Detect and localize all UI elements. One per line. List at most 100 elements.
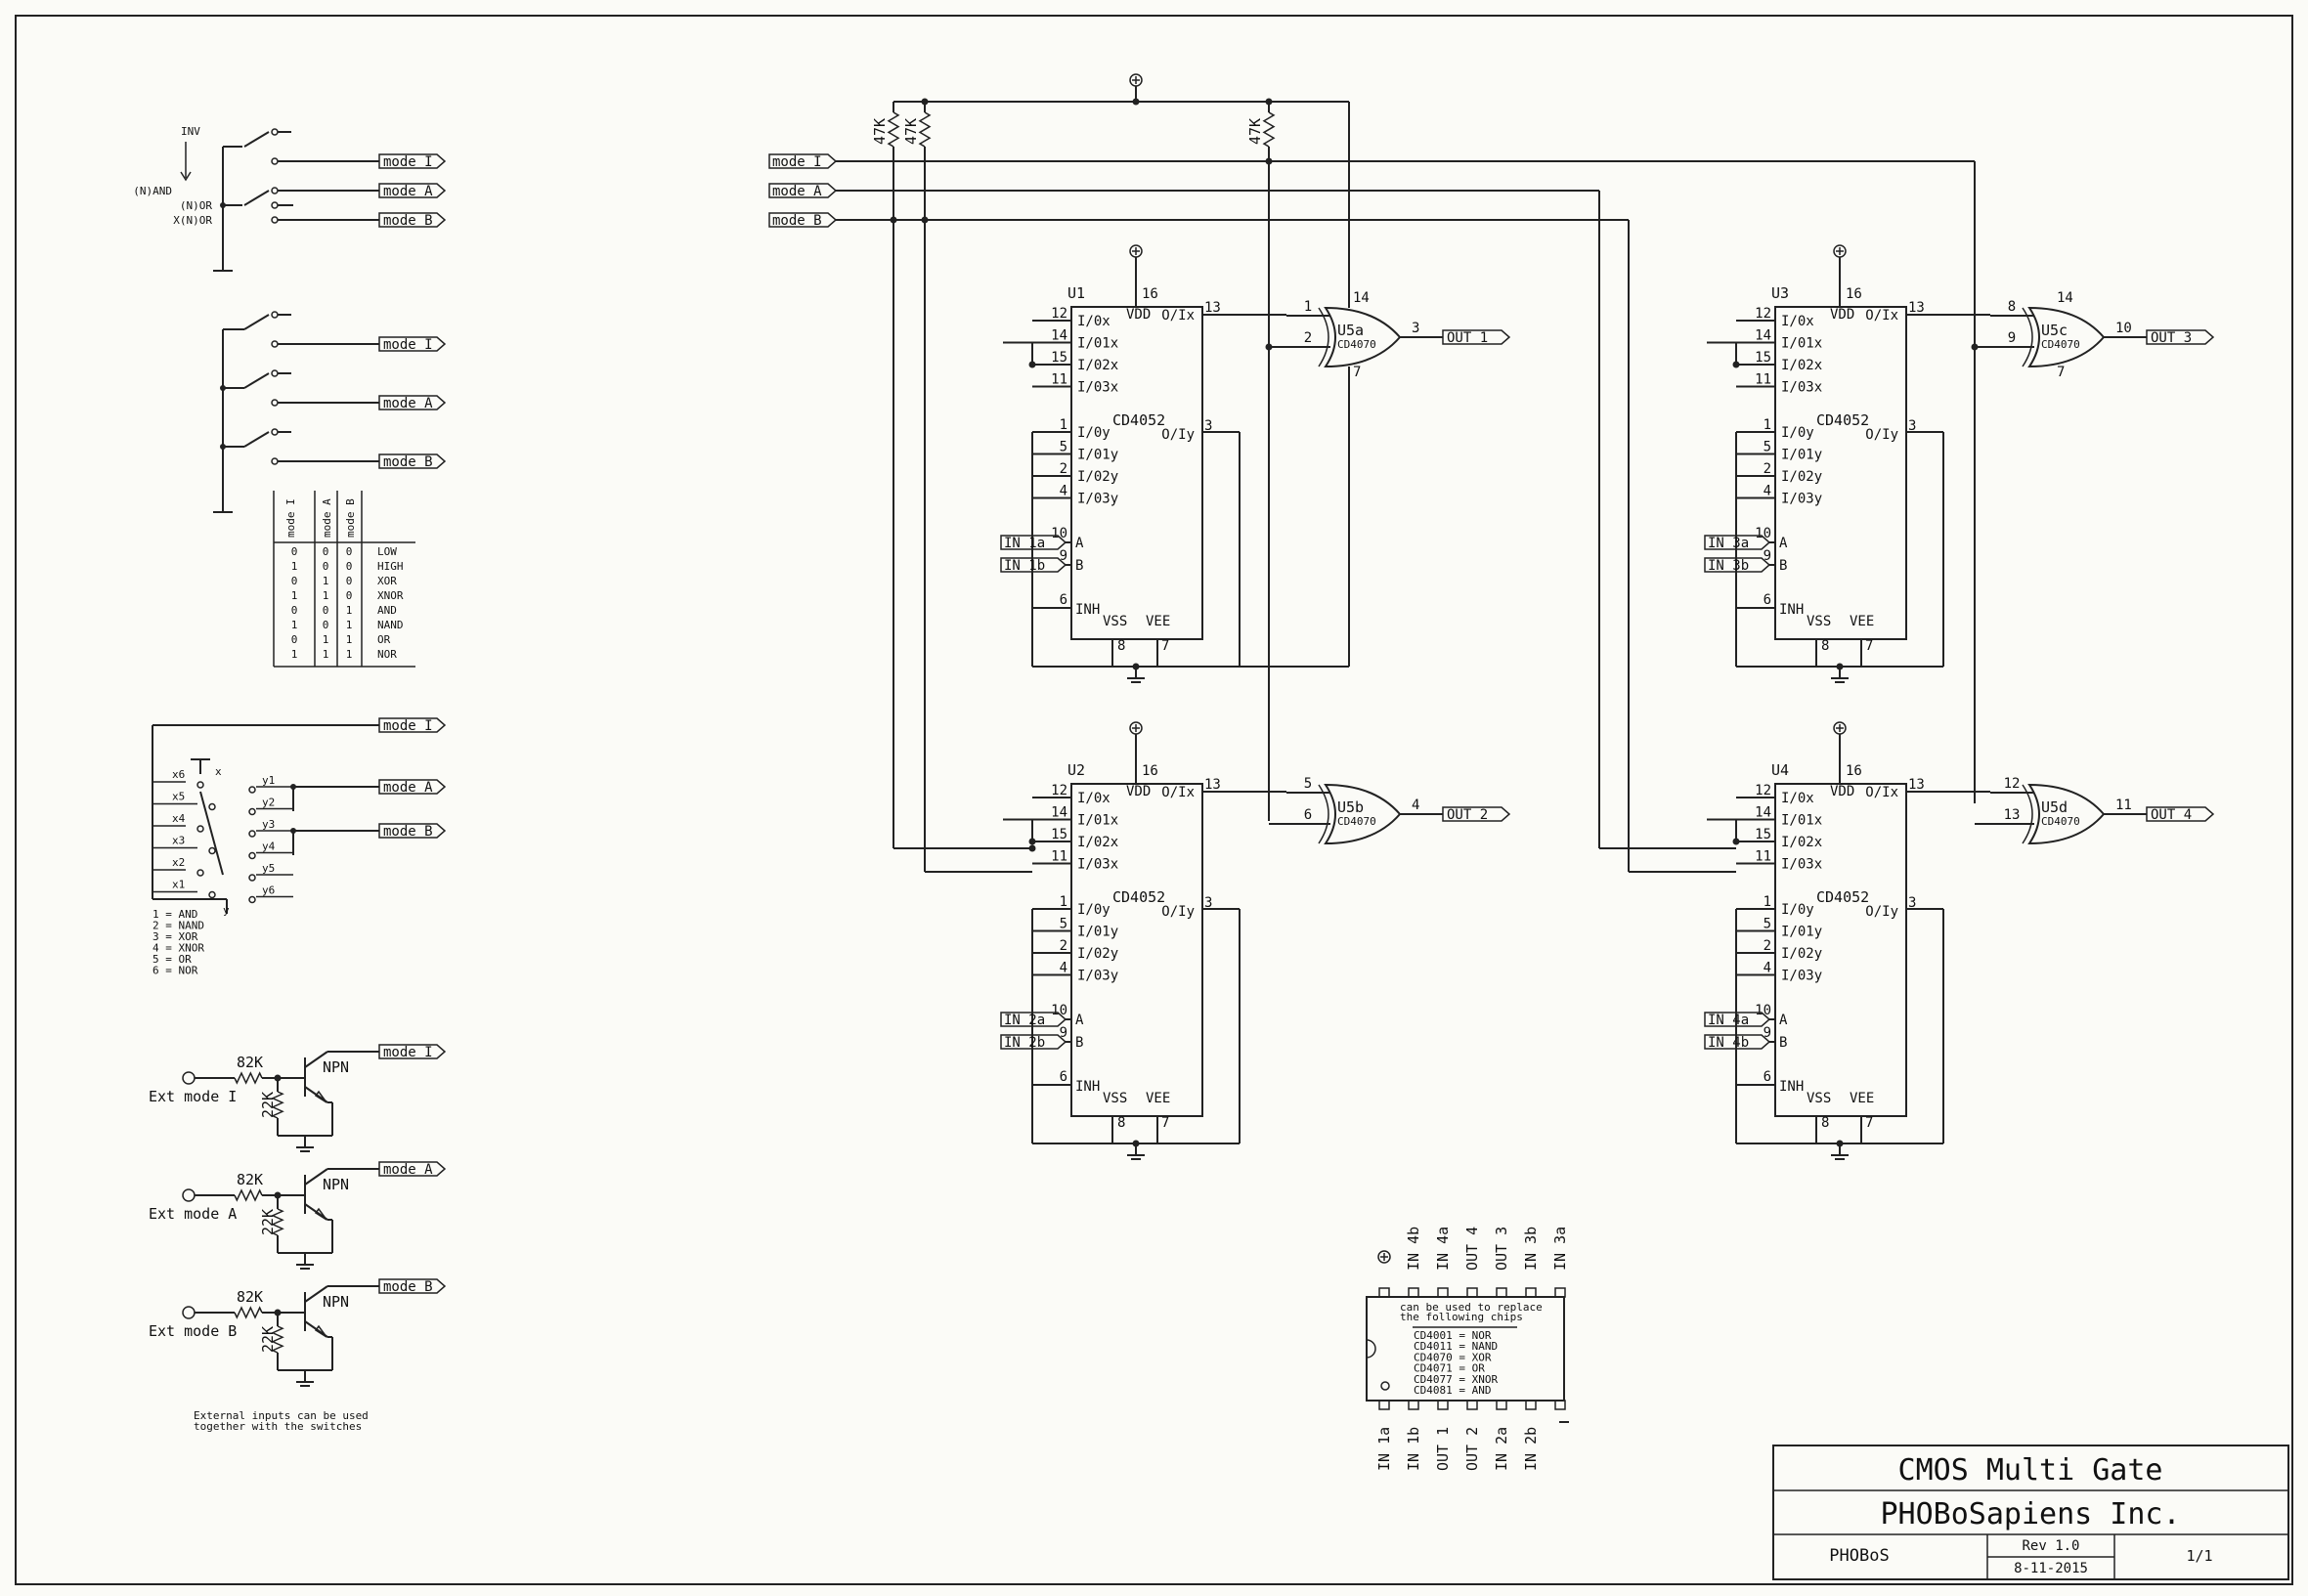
tt-cell: 0	[323, 619, 329, 631]
tt-fn: NAND	[377, 619, 404, 631]
pin-num: 14	[1755, 328, 1771, 344]
mux-pin-label: I/02x	[1781, 358, 1822, 373]
input-flag: IN 3b	[1704, 557, 1771, 574]
mode-flag: mode B	[378, 823, 447, 840]
tt-cell: 0	[346, 589, 353, 602]
mux-pin-label: I/0y	[1781, 902, 1814, 918]
tt-fn: XNOR	[377, 589, 404, 602]
pin-num: 3	[1412, 321, 1419, 336]
pin-num: 1	[1304, 299, 1312, 315]
pin-num: 1	[1764, 417, 1771, 433]
pin-num: 4	[1060, 484, 1067, 499]
multiplexers: U1CD4052VDD16I/0x12I/01x14I/02x15I/03x11…	[1000, 244, 1944, 1160]
vss-label: VSS	[1807, 1091, 1831, 1106]
pin-num: 2	[1304, 330, 1312, 346]
resistor-label: 82K	[237, 1171, 263, 1188]
svg-text:mode A: mode A	[383, 396, 433, 411]
pin-num: 4	[1764, 484, 1771, 499]
mux-pin-label: I/03y	[1077, 492, 1118, 507]
switch-block-2	[213, 311, 379, 513]
pin-num: 12	[1755, 783, 1771, 798]
svg-text:IN 3a: IN 3a	[1708, 536, 1749, 551]
input-flag: IN 3a	[1704, 535, 1771, 551]
b-label: B	[1075, 558, 1083, 574]
tt-cell: 0	[323, 545, 329, 558]
mux-pin-label: I/01y	[1781, 925, 1822, 940]
dip-top-label: OUT 3	[1493, 1227, 1510, 1271]
jack-icon	[182, 1188, 196, 1202]
svg-text:mode I: mode I	[772, 154, 822, 170]
gate-name: U5d	[2041, 798, 2068, 816]
inh-label: INH	[1075, 1079, 1100, 1095]
output-flag: OUT 4	[2146, 806, 2215, 823]
pin-num: 6	[1060, 592, 1067, 608]
switch-block: INV (N)AND (N)OR X(N)OR	[133, 125, 379, 272]
pullup-label: 47K	[902, 118, 920, 145]
pin-num: 5	[1304, 776, 1312, 792]
pin-num: 9	[1764, 1025, 1771, 1041]
rotary-x-label: x4	[172, 812, 186, 825]
svg-text:IN 3b: IN 3b	[1708, 558, 1749, 574]
pin-num: 14	[1051, 328, 1067, 344]
input-flag: IN 4a	[1704, 1012, 1771, 1028]
pin-num: 10	[1051, 526, 1067, 541]
dip-top-label: IN 4a	[1434, 1227, 1452, 1271]
pin-num: 13	[1204, 777, 1221, 793]
switch-label-xnor: X(N)OR	[173, 214, 212, 227]
tt-cell: 0	[291, 545, 298, 558]
rotary-contact	[248, 851, 256, 860]
dip-top-label: IN 3b	[1522, 1227, 1540, 1271]
xor-gate-icon	[1324, 306, 1402, 368]
tt-cell: 1	[291, 589, 298, 602]
gate-part: CD4070	[2041, 815, 2080, 828]
tt-cell: 1	[346, 648, 353, 661]
gate-part: CD4070	[2041, 338, 2080, 351]
svg-text:OUT 3: OUT 3	[2151, 330, 2192, 346]
mode-flag: mode B	[768, 212, 838, 229]
tt-fn: XOR	[377, 575, 397, 587]
b-label: B	[1779, 1035, 1787, 1051]
vss-label: VSS	[1103, 614, 1127, 629]
date-text: 8-11-2015	[2014, 1561, 2088, 1576]
tt-cell: 1	[323, 575, 329, 587]
pin-num: 11	[1755, 372, 1771, 388]
svg-text:OUT 2: OUT 2	[1447, 807, 1488, 823]
mux-pin-label: I/0y	[1077, 902, 1110, 918]
rotary-contact	[248, 874, 256, 882]
pin-num: 14	[2057, 290, 2073, 306]
inh-label: INH	[1779, 1079, 1804, 1095]
ext-input-label: Ext mode B	[149, 1322, 237, 1340]
tt-cell: 0	[323, 604, 329, 617]
ox-label: O/Ix	[1161, 785, 1195, 800]
output-flag: OUT 3	[2146, 329, 2215, 346]
ext-note-1: External inputs can be used	[194, 1409, 369, 1422]
input-flag: IN 4b	[1704, 1034, 1771, 1051]
pin-num: 11	[2115, 798, 2132, 813]
svg-text:OUT 1: OUT 1	[1447, 330, 1488, 346]
mux-pin-label: I/03y	[1077, 969, 1118, 984]
mode-flag: mode A	[768, 183, 838, 199]
mux-U1: U1CD4052VDD16I/0x12I/01x14I/02x15I/03x11…	[1000, 244, 1241, 683]
svg-text:IN 1b: IN 1b	[1004, 558, 1045, 574]
mode-flag: mode I	[378, 336, 447, 353]
mux-pin-label: I/01x	[1077, 336, 1118, 352]
inh-label: INH	[1779, 602, 1804, 618]
svg-text:mode B: mode B	[383, 824, 433, 840]
pin-num: 15	[1051, 350, 1067, 366]
pin-num: 7	[1161, 638, 1169, 654]
pin-num: 8	[2008, 299, 2016, 315]
gate-name: U5a	[1337, 322, 1364, 339]
oy-label: O/Iy	[1865, 904, 1898, 920]
mux-pin-label: I/0y	[1077, 425, 1110, 441]
rotary-x-label: x5	[172, 791, 185, 803]
gate-name: U5c	[2041, 322, 2068, 339]
